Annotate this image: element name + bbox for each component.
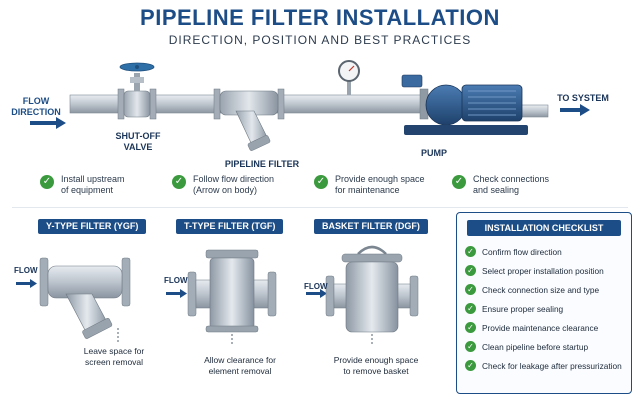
check-icon: ✓	[452, 175, 466, 189]
t-type-filter-icon	[187, 249, 277, 346]
check-item: ✓ Follow flow direction (Arrow on body)	[172, 174, 303, 196]
pipeline-filter-icon	[213, 88, 285, 151]
checklist-item-text: Select proper installation position	[482, 265, 604, 276]
page-title: PIPELINE FILTER INSTALLATION	[140, 5, 500, 30]
checklist-item-text: Check connection size and type	[482, 284, 600, 295]
pipeline-filter-label: PIPELINE FILTER	[224, 159, 300, 169]
check-text: Follow flow direction (Arrow on body)	[193, 174, 275, 195]
checklist-item: ✓ Clean pipeline before startup	[465, 337, 623, 356]
pipeline-illustration	[30, 60, 590, 151]
pump-label: PUMP	[420, 148, 447, 158]
check-icon: ✓	[40, 175, 54, 189]
checklist-item-text: Check for leakage after pressurization	[482, 360, 622, 371]
flow-arrow-icon	[306, 289, 327, 298]
check-item: ✓ Check connections and sealing	[452, 174, 583, 196]
section-divider	[12, 207, 628, 208]
checklist-item-text: Provide maintenance clearance	[482, 322, 599, 333]
page-subtitle: DIRECTION, POSITION AND BEST PRACTICES	[168, 33, 472, 47]
y-flow-label: FLOW	[14, 266, 38, 275]
y-filter-caption: Leave space for screen removal	[83, 346, 145, 367]
check-icon: ✓	[465, 246, 476, 257]
shutoff-valve-icon	[117, 62, 157, 120]
check-text: Provide enough space for maintenance	[335, 174, 425, 195]
checklist-item: ✓ Provide maintenance clearance	[465, 318, 623, 337]
filter-types-illustration	[16, 245, 419, 346]
y-type-filter-icon	[39, 257, 131, 344]
check-item: ✓ Install upstream of equipment	[40, 174, 171, 196]
check-icon: ✓	[465, 322, 476, 333]
check-icon: ✓	[465, 341, 476, 352]
checklist-item: ✓ Check connection size and type	[465, 280, 623, 299]
checklist-item-text: Ensure proper sealing	[482, 303, 564, 314]
checklist-item: ✓ Check for leakage after pressurization	[465, 356, 623, 375]
pump-icon	[401, 74, 528, 135]
checklist-item-text: Clean pipeline before startup	[482, 341, 589, 352]
check-icon: ✓	[465, 265, 476, 276]
best-practices-row: ✓ Install upstream of equipment ✓ Follow…	[0, 174, 640, 204]
basket-flow-label: FLOW	[304, 282, 328, 291]
installation-checklist: INSTALLATION CHECKLIST ✓ Confirm flow di…	[456, 212, 632, 394]
flow-arrow-icon	[16, 279, 37, 288]
flow-direction-arrow	[30, 117, 66, 129]
basket-filter-icon	[325, 245, 419, 346]
to-system-arrow	[560, 104, 590, 116]
t-filter-caption: Allow clearance for element removal	[204, 355, 276, 376]
check-item: ✓ Provide enough space for maintenance	[314, 174, 445, 196]
check-text: Install upstream of equipment	[61, 174, 125, 195]
to-system-label: TO SYSTEM	[557, 93, 609, 103]
check-icon: ✓	[465, 284, 476, 295]
flow-arrow-icon	[166, 289, 187, 298]
checklist-title: INSTALLATION CHECKLIST	[467, 220, 621, 236]
basket-filter-tag: BASKET FILTER (DGF)	[314, 219, 428, 234]
check-icon: ✓	[172, 175, 186, 189]
check-icon: ✓	[465, 303, 476, 314]
basket-filter-caption: Provide enough space to remove basket	[333, 355, 419, 376]
checklist-item-text: Confirm flow direction	[482, 246, 562, 257]
check-icon: ✓	[465, 360, 476, 371]
checklist-item: ✓ Ensure proper sealing	[465, 299, 623, 318]
shutoff-valve-label: SHUT-OFF VALVE	[115, 131, 161, 152]
checklist-item: ✓ Select proper installation position	[465, 261, 623, 280]
pressure-gauge-icon	[338, 60, 360, 95]
flow-direction-label: FLOW DIRECTION	[11, 96, 61, 117]
check-icon: ✓	[314, 175, 328, 189]
y-type-filter-tag: Y-TYPE FILTER (YGF)	[38, 219, 147, 234]
checklist-item: ✓ Confirm flow direction	[465, 242, 623, 261]
t-flow-label: FLOW	[164, 276, 188, 285]
check-text: Check connections and sealing	[473, 174, 550, 195]
t-type-filter-tag: T-TYPE FILTER (TGF)	[176, 219, 284, 234]
